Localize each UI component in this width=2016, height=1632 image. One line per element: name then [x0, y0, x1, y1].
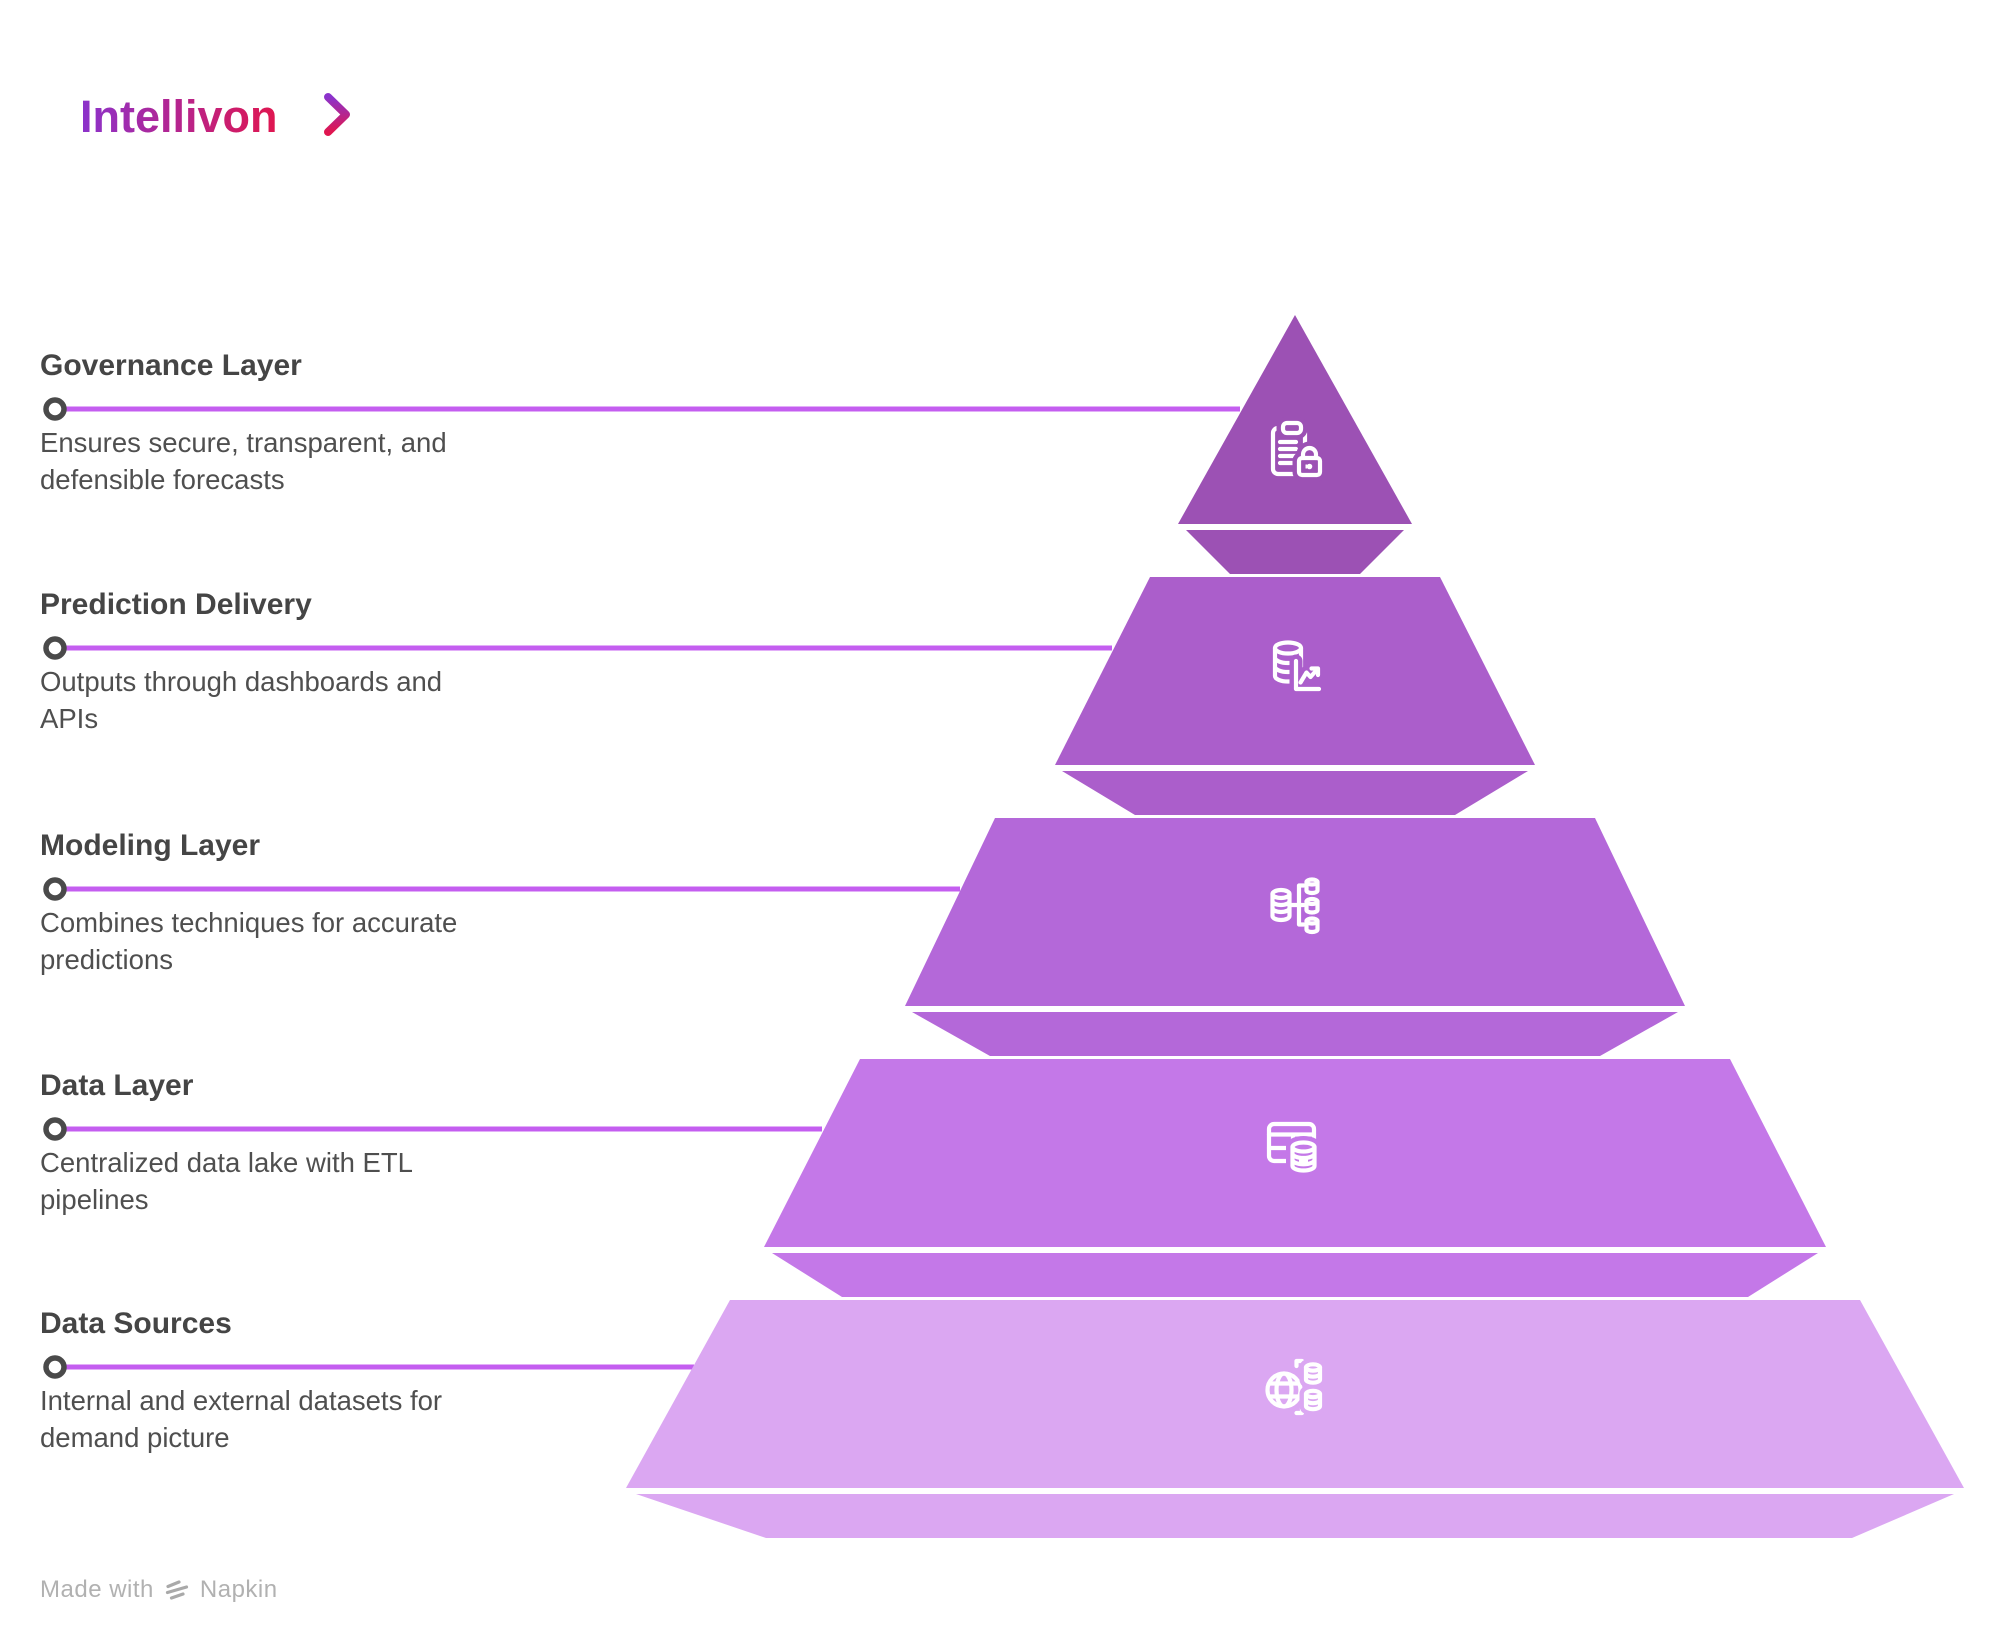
globe [1265, 1371, 1303, 1409]
lock-body [1296, 455, 1323, 478]
watermark-brand: Napkin [199, 1576, 278, 1603]
connector-dot-governance [43, 397, 67, 421]
pyramid-tiers [626, 315, 1964, 1538]
connector-dot-modeling [43, 877, 67, 901]
layer-item-governance: Governance Layer Ensures secure, transpa… [40, 348, 540, 498]
table-database-icon [1266, 1121, 1321, 1177]
layer-item-data-layer: Data Layer Centralized data lake with ET… [40, 1068, 540, 1218]
pyramid-tier-3-shape [905, 818, 1685, 1006]
database-chart-icon [1272, 640, 1326, 696]
layer-description: Internal and external datasets for deman… [40, 1385, 443, 1453]
clipboard-lock-icon [1270, 416, 1327, 482]
branch-nodes [1304, 877, 1320, 935]
pyramid-tier-5-bevel [636, 1494, 1954, 1538]
napkin-logo-icon [165, 1580, 188, 1600]
lock-keyhole [1306, 463, 1313, 470]
layer-title: Modeling Layer [40, 829, 261, 862]
clipboard-tab-and-lock [1280, 420, 1323, 478]
lock-shackle [1300, 445, 1319, 461]
layer-description: Ensures secure, transparent, and defensi… [40, 427, 447, 495]
connector-dot-prediction [43, 636, 67, 660]
connector-dot-data-layer [43, 1117, 67, 1141]
watermark-prefix: Made with [40, 1576, 154, 1603]
chevron-right-icon [324, 93, 350, 136]
connector-dot-data-sources [43, 1355, 67, 1379]
layer-description: Centralized data lake with ETL pipelines [40, 1147, 413, 1215]
pyramid-tier-2-bevel [1062, 771, 1528, 815]
watermark: Made with Napkin [40, 1576, 278, 1604]
layer-description: Outputs through dashboards and APIs [40, 666, 443, 734]
layer-title: Governance Layer [40, 349, 302, 382]
database-branch-icon [1270, 877, 1320, 935]
layer-item-data-sources: Data Sources Internal and external datas… [40, 1306, 540, 1456]
clipboard-lines [1277, 439, 1299, 466]
layer-item-prediction: Prediction Delivery Outputs through dash… [40, 587, 540, 737]
chart-arrowhead [1309, 666, 1321, 678]
globe-database-icon [1265, 1357, 1327, 1416]
chart-zigzag [1298, 666, 1320, 685]
brand-logo: Intellivon [80, 91, 350, 142]
layer-title: Prediction Delivery [40, 588, 312, 621]
layer-title: Data Sources [40, 1307, 232, 1340]
brand-logo-text: Intellivon [80, 91, 278, 142]
chart-axis [1293, 658, 1322, 692]
pyramid-tier-1-bevel [1186, 530, 1404, 574]
pyramid-tier-5-shape [626, 1300, 1964, 1488]
layer-item-modeling: Modeling Layer Combines techniques for a… [40, 828, 540, 978]
branch-connectors [1287, 883, 1306, 927]
pyramid-tier-4-bevel [772, 1253, 1818, 1297]
dataset-cylinders [1303, 1362, 1323, 1412]
clipboard-tab [1280, 420, 1304, 436]
layer-description: Combines techniques for accurate predict… [40, 907, 458, 975]
trend-chart [1293, 658, 1322, 692]
pyramid-tier-3-bevel [912, 1012, 1678, 1056]
connectors [43, 397, 1240, 1379]
table-db-cylinder [1290, 1140, 1317, 1173]
layer-title: Data Layer [40, 1069, 194, 1102]
